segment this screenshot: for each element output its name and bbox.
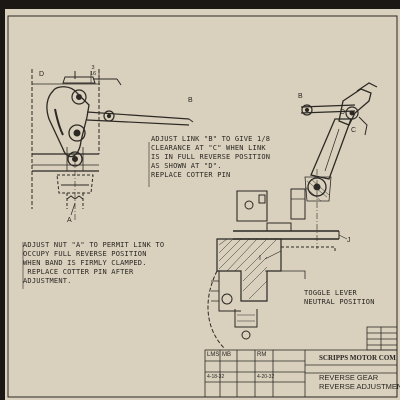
label-b-right: B [298, 93, 303, 100]
label-i-right: I [259, 255, 261, 262]
drawn-by: LMS [207, 352, 220, 358]
label-c-right: C [351, 127, 357, 134]
drawn-date: 4-18-32 [207, 374, 225, 380]
checked-by: MB [222, 352, 231, 358]
right-view-assembly [207, 82, 378, 350]
drawing-title-line1: REVERSE GEAR [319, 373, 379, 382]
toggle-lever-caption: TOGGLE LEVER NEUTRAL POSITION [304, 289, 375, 306]
dimension-label: 3 16 [90, 65, 97, 77]
label-d-right: D [340, 109, 346, 116]
link-adjustment-note: ADJUST LINK "B" TO GIVE 1/8 CLEARANCE AT… [151, 135, 271, 179]
approved-initials: RM [257, 352, 267, 358]
label-b-left: B [188, 97, 193, 104]
left-view-assembly [31, 69, 194, 221]
title-block-frame [204, 326, 398, 398]
technical-drawing [7, 15, 398, 398]
label-a-left: A [67, 217, 72, 224]
drawing-title-line2: REVERSE ADJUSTMENT [319, 382, 400, 391]
nut-adjustment-note: ADJUST NUT "A" TO PERMIT LINK TO OCCUPY … [23, 241, 165, 285]
company-name: SCRIPPS MOTOR COM [319, 354, 396, 362]
label-j-right: J [347, 237, 351, 244]
approved-date: 4-20-32 [257, 374, 275, 380]
drawing-sheet: D 3 16 B A B D C I J ADJUST LINK "B" TO … [5, 9, 400, 400]
sheet-border [7, 15, 398, 398]
label-d-left: D [39, 71, 45, 78]
